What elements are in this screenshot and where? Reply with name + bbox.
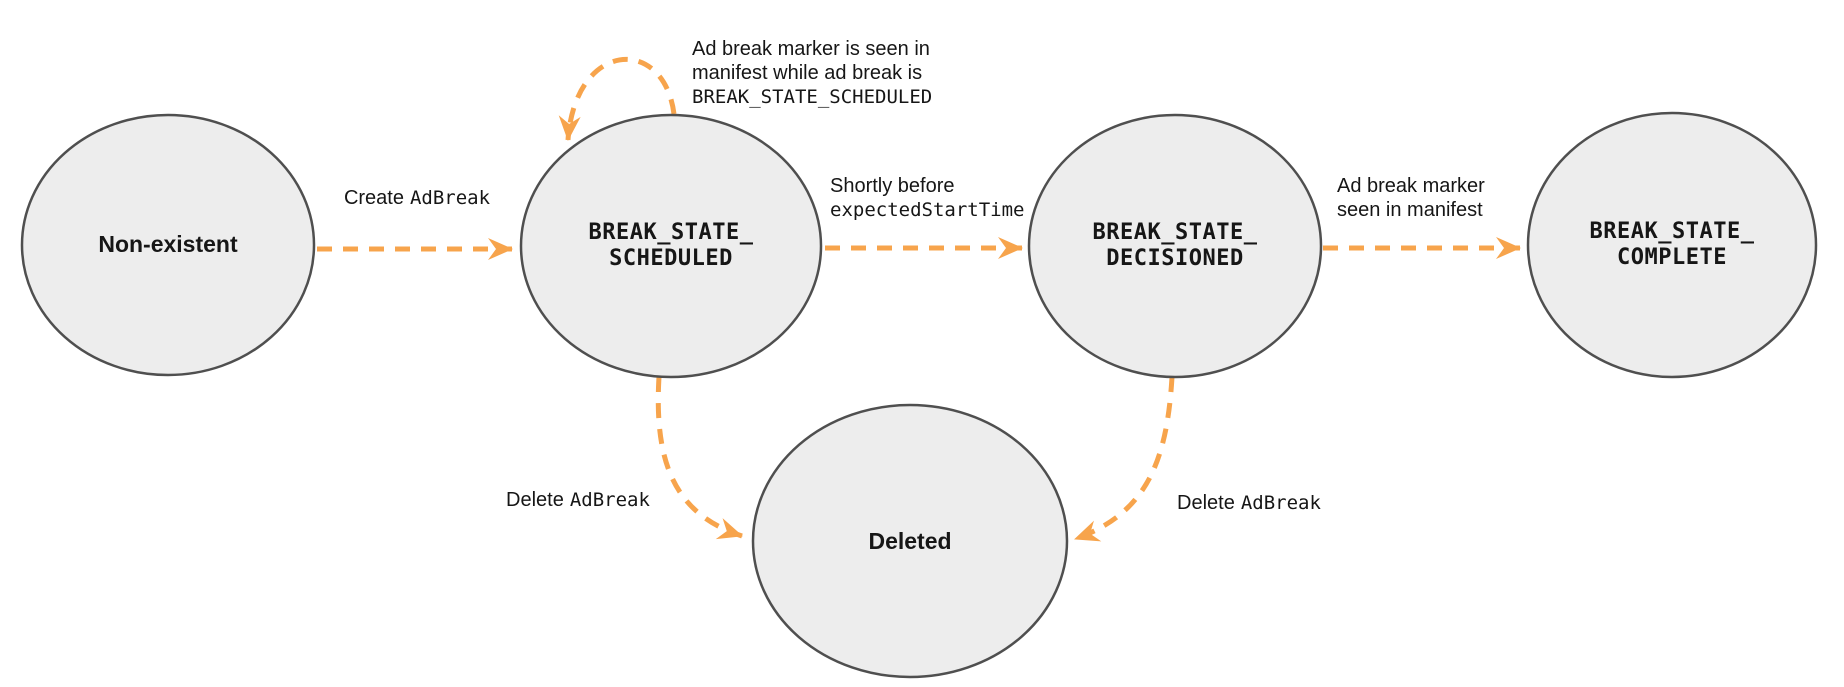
edge-label-delete-right-code: AdBreak (1241, 492, 1322, 514)
state-label-complete-line2: COMPLETE (1617, 245, 1727, 270)
edge-label-create-text: Create (344, 187, 404, 209)
edge-label-create-code: AdBreak (410, 187, 491, 209)
edge-label-create-adbreak: Create AdBreak (344, 187, 491, 209)
state-node-break-state-decisioned (1027, 113, 1323, 379)
edge-label-delete-adbreak-right: Delete AdBreak (1177, 492, 1321, 514)
state-label-decisioned-line2: DECISIONED (1106, 246, 1243, 271)
state-node-deleted (751, 403, 1069, 679)
state-label-deleted: Deleted (868, 528, 951, 554)
edge-label-marker-seen-line2: seen in manifest (1337, 199, 1483, 221)
edge-label-marker-seen-line1: Ad break marker (1337, 175, 1485, 197)
edge-label-expected-start-time: expectedStartTime (830, 199, 1024, 221)
edge-decisioned-to-deleted (1074, 376, 1175, 542)
state-label-non-existent: Non-existent (98, 231, 238, 257)
edge-self-loop-scheduled (558, 56, 677, 141)
edge-label-delete-left-text: Delete (506, 489, 564, 511)
state-node-break-state-complete (1526, 111, 1818, 379)
edge-label-shortly-before: Shortly before (830, 175, 955, 197)
edge-label-delete-left-code: AdBreak (570, 489, 651, 511)
state-label-scheduled-line2: SCHEDULED (609, 246, 733, 271)
edge-scheduled-to-deleted (655, 376, 743, 540)
state-node-break-state-scheduled (519, 113, 823, 379)
edge-label-delete-right-text: Delete (1177, 492, 1235, 514)
state-label-decisioned-line1: BREAK_STATE_ (1093, 220, 1258, 245)
edge-label-self-loop-line2: manifest while ad break is (692, 62, 922, 84)
edge-label-delete-adbreak-left: Delete AdBreak (506, 489, 650, 511)
state-node-non-existent (20, 113, 316, 377)
state-label-scheduled-line1: BREAK_STATE_ (589, 220, 754, 245)
edge-label-self-loop-line3: BREAK_STATE_SCHEDULED (692, 86, 932, 108)
state-label-complete-line1: BREAK_STATE_ (1590, 219, 1755, 244)
edge-label-self-loop-line1: Ad break marker is seen in (692, 38, 930, 60)
